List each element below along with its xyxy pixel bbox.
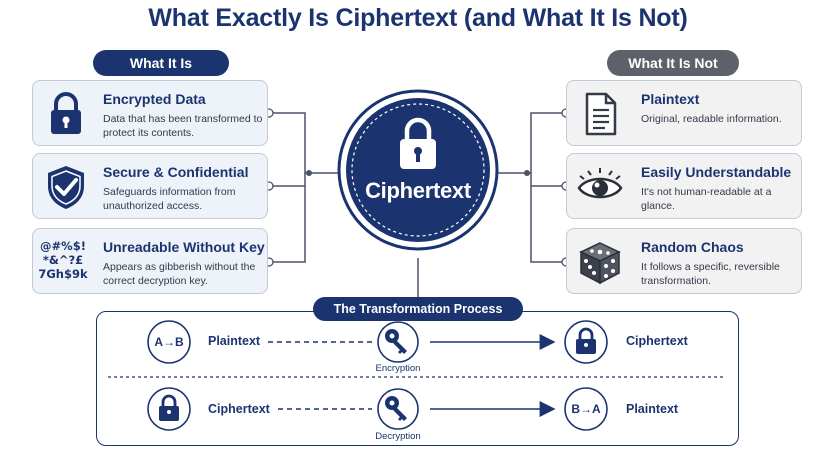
page-title: What Exactly Is Ciphertext (and What It … (148, 4, 688, 32)
card-title: Encrypted Data (103, 91, 206, 107)
row2-to-label: Plaintext (626, 402, 679, 416)
what-it-is-header: What It Is (93, 50, 229, 76)
card-desc: It follows a specific, reversible transf… (641, 261, 780, 287)
card-title: Secure & Confidential (103, 164, 249, 180)
card-desc: It's not human-readable at a glance. (641, 186, 772, 212)
card-title: Unreadable Without Key (103, 239, 265, 255)
ciphertext-center-label: Ciphertext (365, 178, 471, 203)
card-desc: Safeguards information from unauthorized… (103, 186, 236, 212)
what-it-is-not-header: What It Is Not (607, 50, 739, 76)
left-card-unreadable-without-key: @#%$! *&^?£ 7Gh$9k Unreadable Without Ke… (32, 228, 268, 294)
right-card-easily-understandable: Easily Understandable It's not human-rea… (566, 153, 802, 219)
row1-to-label: Ciphertext (626, 334, 688, 348)
key-icon-encryption (385, 329, 407, 354)
dice-icon (575, 237, 625, 287)
card-title: Easily Understandable (641, 164, 792, 180)
a-to-b-badge: A→B (154, 335, 184, 349)
document-icon (575, 89, 625, 139)
card-desc: Appears as gibberish without the correct… (103, 261, 256, 287)
b-to-a-badge: B→A (571, 402, 601, 416)
row1-from-label: Plaintext (208, 334, 261, 348)
card-title: Random Chaos (641, 239, 744, 255)
card-desc: Original, readable information. (641, 113, 782, 125)
transformation-process-title: The Transformation Process (313, 297, 523, 321)
padlock-icon (41, 89, 91, 139)
padlock-icon-result (576, 327, 596, 354)
encryption-caption: Encryption (375, 363, 421, 374)
left-card-encrypted-data: Encrypted Data Data that has been transf… (32, 80, 268, 146)
padlock-icon-start (159, 394, 179, 421)
key-icon-decryption (385, 396, 407, 421)
crossed-eye-icon (575, 162, 625, 212)
right-card-plaintext: Plaintext Original, readable information… (566, 80, 802, 146)
symbols-icon: @#%$! *&^?£ 7Gh$9k (38, 239, 88, 281)
row2-from-label: Ciphertext (208, 402, 270, 416)
card-desc: Data that has been transformed to protec… (103, 113, 263, 139)
left-card-secure-confidential: Secure & Confidential Safeguards informa… (32, 153, 268, 219)
decryption-caption: Decryption (375, 431, 421, 442)
right-card-random-chaos: Random Chaos It follows a specific, reve… (566, 228, 802, 294)
card-title: Plaintext (641, 91, 700, 107)
shield-check-icon (41, 162, 91, 212)
center-padlock-icon (400, 117, 436, 169)
